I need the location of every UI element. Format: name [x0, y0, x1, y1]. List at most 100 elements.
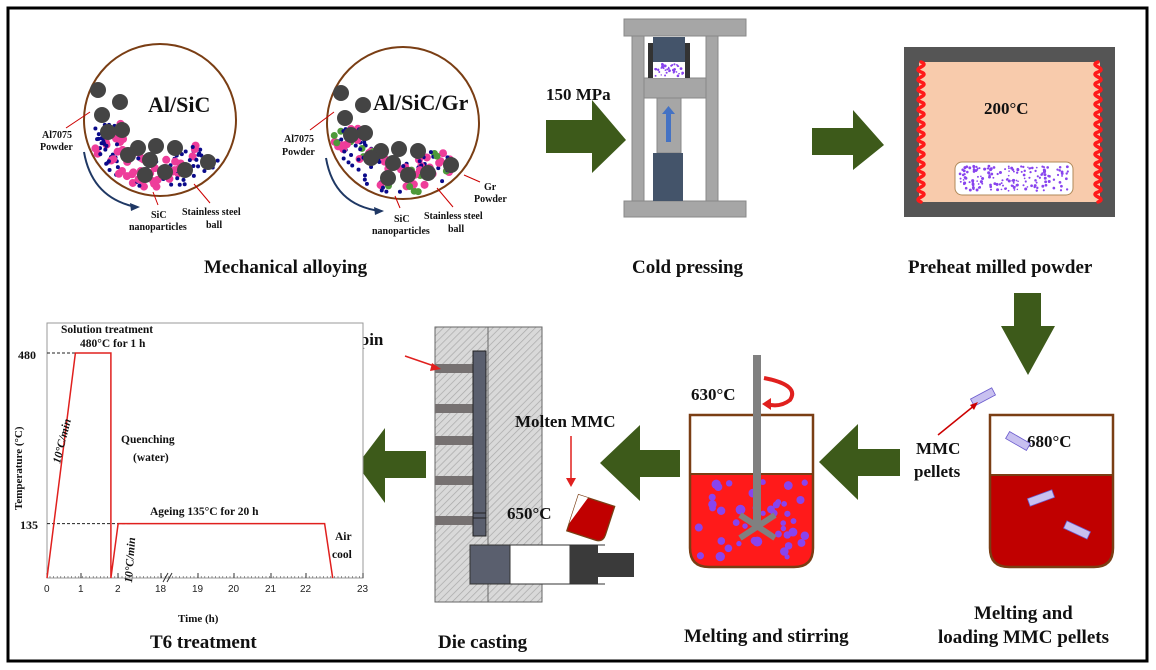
rotation-arrow-icon: [763, 376, 795, 408]
vial-title: Al/SiC/Gr: [373, 90, 469, 115]
sic-nanoparticle: [362, 173, 367, 178]
reinforcement-particle: [696, 552, 705, 560]
y-axis-label: Temperature (°C): [13, 426, 25, 510]
al-powder-particle: [114, 169, 123, 178]
sic-nanoparticle: [136, 156, 141, 161]
axis-break-marker: [162, 572, 173, 583]
ball-label: Stainless steel: [424, 211, 483, 222]
reinforcement-particle: [742, 523, 748, 529]
powder-particle: [976, 180, 978, 182]
sic-nanoparticle: [350, 163, 355, 168]
sic-label: SiC: [394, 214, 410, 225]
press-crosshead: [643, 77, 707, 99]
steel-ball: [100, 124, 116, 140]
powder-particle: [1042, 189, 1045, 192]
powder-particle: [989, 185, 993, 189]
reinforcement-particle: [716, 506, 726, 516]
press-bottom-plate: [623, 200, 747, 218]
ejector-pin: [435, 476, 473, 485]
powder-particle: [1007, 165, 1010, 168]
press-column-right: [705, 35, 719, 202]
pointer-line: [309, 111, 335, 131]
milling-particles: [330, 85, 459, 196]
powder-particle: [1038, 176, 1042, 179]
powder-particle: [996, 172, 999, 176]
sic-nanoparticle: [191, 173, 196, 178]
powder-particle: [666, 68, 669, 71]
powder-particle: [989, 188, 993, 191]
powder-particle: [968, 181, 971, 184]
powder-particle: [1005, 178, 1009, 181]
steel-ball: [391, 141, 407, 157]
powder-particle: [1033, 185, 1036, 189]
powder-particle: [1046, 166, 1050, 169]
powder-particle: [989, 175, 991, 178]
plot-area: [46, 322, 364, 579]
powder-particle: [1010, 166, 1014, 170]
steel-ball: [142, 152, 158, 168]
sic-nanoparticle: [380, 185, 385, 190]
reinforcement-particle: [724, 544, 733, 553]
step-caption: loading MMC pellets: [938, 627, 1109, 648]
pellets-label: MMC: [916, 439, 960, 458]
powder-particle: [664, 69, 667, 72]
annotation-ageing: Ageing 135°C for 20 h: [150, 506, 259, 518]
steel-ball: [443, 157, 459, 173]
steel-ball: [420, 165, 436, 181]
die-cavity: [472, 350, 487, 537]
x-tick-label: 18: [155, 584, 167, 595]
reinforcement-particle: [797, 539, 806, 547]
powder-particle: [959, 177, 962, 180]
step-caption: T6 treatment: [150, 632, 257, 653]
reinforcement-particle: [750, 536, 759, 545]
reinforcement-particle: [774, 530, 782, 538]
powder-particles: [654, 62, 685, 78]
sic-nanoparticle: [384, 189, 389, 194]
powder-particle: [972, 170, 976, 173]
reinforcement-particle: [708, 493, 716, 501]
powder-particle: [1030, 184, 1033, 188]
powder-particle: [1001, 179, 1004, 182]
sic-nanoparticle: [104, 143, 109, 148]
steel-ball: [148, 138, 164, 154]
y-tick-label: 135: [20, 518, 38, 532]
powder-particle: [1030, 166, 1034, 170]
sic-nanoparticle: [349, 152, 354, 157]
powder-particle: [978, 167, 981, 170]
powder-particle: [1028, 176, 1031, 179]
powder-particle: [1035, 166, 1038, 169]
x-tick-label: 0: [44, 584, 50, 595]
pointer-line: [193, 183, 211, 204]
steel-ball: [137, 167, 153, 183]
rotation-arrow: [325, 157, 381, 212]
powder-particle: [981, 182, 984, 185]
powder-particle: [1012, 170, 1015, 173]
powder-particle: [681, 73, 683, 75]
powder-particle: [968, 188, 972, 192]
annotation-ramp2: 10°C/min: [123, 537, 138, 583]
x-tick-label: 23: [357, 584, 369, 595]
rotation-arrow: [83, 151, 137, 208]
reinforcement-particle: [715, 551, 725, 562]
steel-ball: [112, 94, 128, 110]
sic-nanoparticle: [428, 150, 433, 155]
step-caption: Melting and: [974, 603, 1073, 624]
reinforcement-particle: [772, 501, 780, 509]
ball-label: Stainless steel: [182, 207, 241, 218]
powder-particle: [1060, 172, 1064, 175]
powder-particle: [998, 183, 1002, 186]
sic-nanoparticle: [175, 176, 180, 181]
pointer-line: [463, 174, 481, 183]
annotation-solution: Solution treatment: [61, 324, 153, 336]
reinforcement-particle: [784, 554, 790, 560]
crucible-melt: [990, 475, 1113, 567]
annotation-quench: (water): [133, 452, 169, 464]
up-arrow-head: [662, 106, 675, 114]
reinforcement-particle: [760, 510, 766, 516]
reinforcement-particle: [694, 523, 703, 532]
ladle-temperature: 650°C: [507, 504, 552, 523]
stirrer-shaft: [753, 355, 761, 527]
steel-ball: [114, 122, 130, 138]
powder-particle: [1061, 174, 1064, 177]
steel-ball: [177, 162, 193, 178]
